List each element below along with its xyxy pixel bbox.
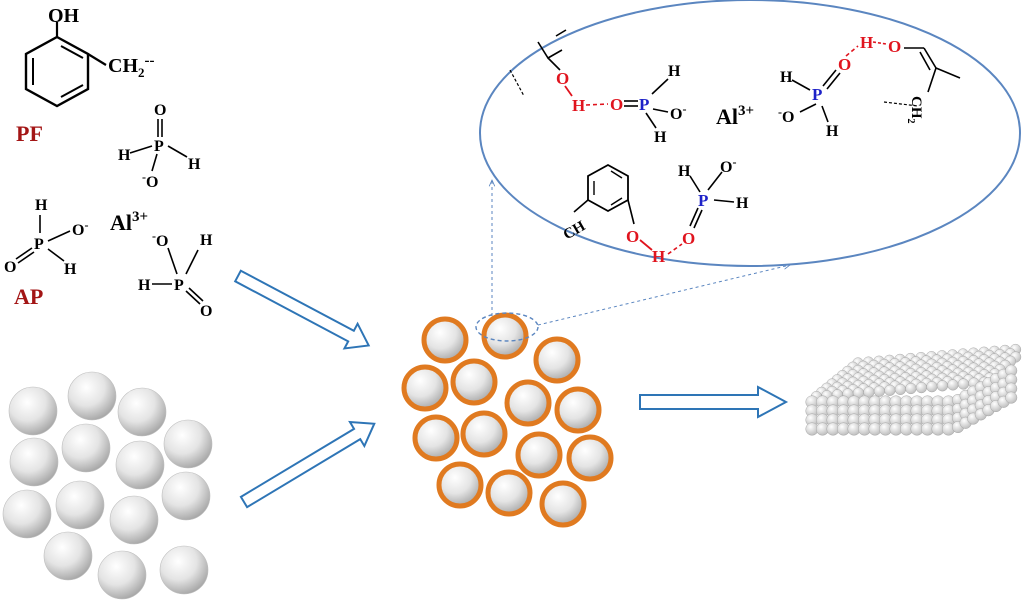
coated-particle xyxy=(504,379,552,427)
svg-text:-O: -O xyxy=(142,170,158,191)
svg-text:O: O xyxy=(682,229,695,248)
svg-text:H: H xyxy=(64,261,77,278)
svg-text:P: P xyxy=(154,138,164,155)
aluminum-ion-label: Al3+ xyxy=(110,209,148,235)
bare-particle xyxy=(97,550,147,600)
bare-particle xyxy=(9,437,59,487)
block-sphere xyxy=(915,382,927,394)
arrow-reagents-to-coated xyxy=(233,269,371,350)
svg-text:O-: O- xyxy=(670,102,686,123)
block-sphere xyxy=(947,379,959,391)
block-sphere xyxy=(1005,391,1018,404)
bare-particle xyxy=(117,387,167,437)
block-sphere xyxy=(936,380,948,392)
svg-text:H: H xyxy=(780,69,793,86)
svg-text:P: P xyxy=(34,236,44,253)
svg-text:H: H xyxy=(572,96,585,115)
svg-text:O: O xyxy=(4,259,16,276)
block-sphere xyxy=(873,385,885,397)
zoom-aluminum-ion: Al3+ xyxy=(716,103,754,129)
bare-particle-cluster xyxy=(2,371,213,600)
svg-text:H: H xyxy=(678,163,691,180)
svg-text:O-: O- xyxy=(72,218,88,239)
svg-text:H: H xyxy=(668,63,681,80)
svg-text:O: O xyxy=(626,227,639,246)
pf-label: PF xyxy=(16,121,43,146)
svg-text:H: H xyxy=(736,195,749,212)
svg-text:P: P xyxy=(174,277,184,294)
coated-particle xyxy=(436,461,484,509)
svg-text:H: H xyxy=(860,33,873,52)
svg-text:O: O xyxy=(200,303,212,320)
coated-particle xyxy=(450,358,498,406)
svg-text:O-: O- xyxy=(720,155,736,176)
svg-text:O: O xyxy=(556,69,569,88)
coated-particle xyxy=(485,469,533,517)
ap-structure-3: -O H P H O xyxy=(138,229,213,320)
bare-particle xyxy=(163,419,213,469)
coated-particle xyxy=(481,312,529,360)
svg-text:P: P xyxy=(639,95,649,114)
block-sphere xyxy=(884,384,896,396)
svg-text:-O: -O xyxy=(152,229,168,250)
svg-text:H: H xyxy=(35,197,48,214)
coated-particle xyxy=(401,364,449,412)
bare-particle xyxy=(8,386,58,436)
svg-text:O: O xyxy=(154,102,166,119)
packed-sphere-block xyxy=(805,343,1022,436)
zoom-leader-right xyxy=(537,265,790,326)
svg-text:H: H xyxy=(118,147,131,164)
svg-text:-O: -O xyxy=(778,105,794,126)
zoom-content: O H O P H O- H Al3+ H P -O H O H O xyxy=(509,29,961,266)
coated-particle xyxy=(460,410,508,458)
pf-ch2-group: CH2-- xyxy=(108,53,155,80)
block-sphere xyxy=(905,382,917,395)
ap-label: AP xyxy=(14,284,43,309)
arrow-particles-to-coated xyxy=(239,420,376,509)
svg-text:O: O xyxy=(838,55,851,74)
coated-particle xyxy=(554,386,602,434)
bare-particle xyxy=(67,371,117,421)
svg-text:O: O xyxy=(888,37,901,56)
bare-particle xyxy=(109,495,159,545)
bare-particle xyxy=(55,480,105,530)
bare-particle xyxy=(115,440,165,490)
svg-text:O: O xyxy=(610,95,623,114)
coated-particle xyxy=(533,336,581,384)
bare-particle xyxy=(2,489,52,539)
svg-text:H: H xyxy=(826,123,839,140)
zoom-ch2-label: CH2 xyxy=(905,96,924,124)
pf-molecule: OH CH2-- PF xyxy=(16,5,155,146)
bare-particle xyxy=(161,471,211,521)
svg-text:H: H xyxy=(652,247,665,266)
pf-benzene-ring xyxy=(24,35,90,108)
coated-particle xyxy=(421,316,469,364)
block-sphere xyxy=(957,378,969,390)
arrow-coated-to-block xyxy=(639,385,789,419)
svg-text:H: H xyxy=(188,156,201,173)
bare-particle xyxy=(61,423,111,473)
svg-text:H: H xyxy=(138,277,151,294)
ap-structure-1: O P H H -O xyxy=(118,102,201,191)
pf-oh-label: OH xyxy=(48,5,80,27)
ap-structure-2: H P O- O H xyxy=(4,197,88,278)
zoom-ellipse xyxy=(479,0,1021,267)
bare-particle xyxy=(43,531,93,581)
svg-text:P: P xyxy=(812,85,822,104)
coated-particle-cluster xyxy=(401,312,614,528)
svg-text:P: P xyxy=(698,191,708,210)
block-sphere xyxy=(894,383,906,395)
svg-text:H: H xyxy=(200,232,213,249)
bare-particle xyxy=(159,545,209,595)
block-sphere xyxy=(926,381,938,393)
zoom-source-highlight xyxy=(475,312,539,342)
coated-particle xyxy=(566,434,614,482)
coated-particle xyxy=(539,480,587,528)
coated-particle xyxy=(412,414,460,462)
coated-particle xyxy=(515,431,563,479)
svg-text:H: H xyxy=(654,129,667,146)
